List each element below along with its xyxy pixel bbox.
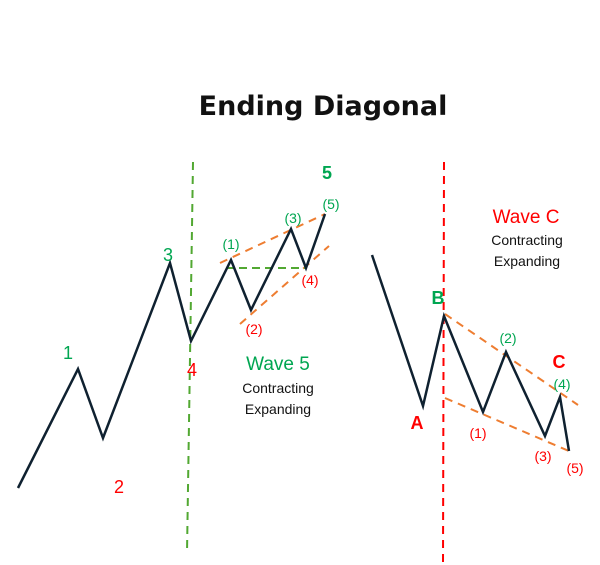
left-caption-heading: Wave 5: [246, 354, 310, 375]
right-caption-heading: Wave C: [493, 207, 560, 228]
right-caption-line2: Expanding: [494, 253, 560, 269]
diagonal-upper-trendline: [219, 213, 326, 264]
subwave-label-1: (1): [222, 236, 239, 252]
subwave-c-label-4: (4): [553, 376, 570, 392]
wave-label-3: 3: [163, 245, 173, 265]
impulse-price-path: [16, 213, 327, 489]
correction-price-path: [370, 254, 571, 452]
subwave-c-label-2: (2): [499, 330, 516, 346]
waveB-vertical-divider: [442, 161, 445, 565]
wave-label-5: 5: [322, 163, 332, 183]
diagonal-lower-trendline: [239, 245, 330, 325]
diagram-title: Ending Diagonal: [199, 91, 448, 122]
subwave-c-label-3: (3): [534, 448, 551, 464]
subwave-label-4: (4): [301, 272, 318, 288]
left-caption-line2: Expanding: [245, 401, 311, 417]
subwave-c-label-5: (5): [566, 460, 583, 476]
wave-label-1: 1: [63, 343, 73, 363]
subwave-label-3: (3): [284, 210, 301, 226]
subwave-c-label-1: (1): [469, 425, 486, 441]
wave-label-a: A: [411, 413, 424, 433]
subwave-label-2: (2): [245, 321, 262, 337]
subwave-label-5: (5): [322, 196, 339, 212]
wave-label-c: C: [553, 352, 566, 372]
right-caption-line1: Contracting: [491, 232, 563, 248]
wave4-vertical-divider: [186, 161, 194, 554]
diagonal-lower-trendline-c: [444, 397, 570, 452]
left-caption-line1: Contracting: [242, 380, 314, 396]
wave-label-2: 2: [114, 477, 124, 497]
wave-label-4: 4: [187, 360, 197, 380]
left-panel-impulse: 1 2 3 4 5 (1) (2) (3) (4) (5) Wave 5 Con…: [16, 161, 340, 554]
right-panel-correction: A B C (1) (2) (3) (4) (5) Wave C Contrac…: [370, 161, 584, 565]
wave-label-b: B: [432, 288, 445, 308]
